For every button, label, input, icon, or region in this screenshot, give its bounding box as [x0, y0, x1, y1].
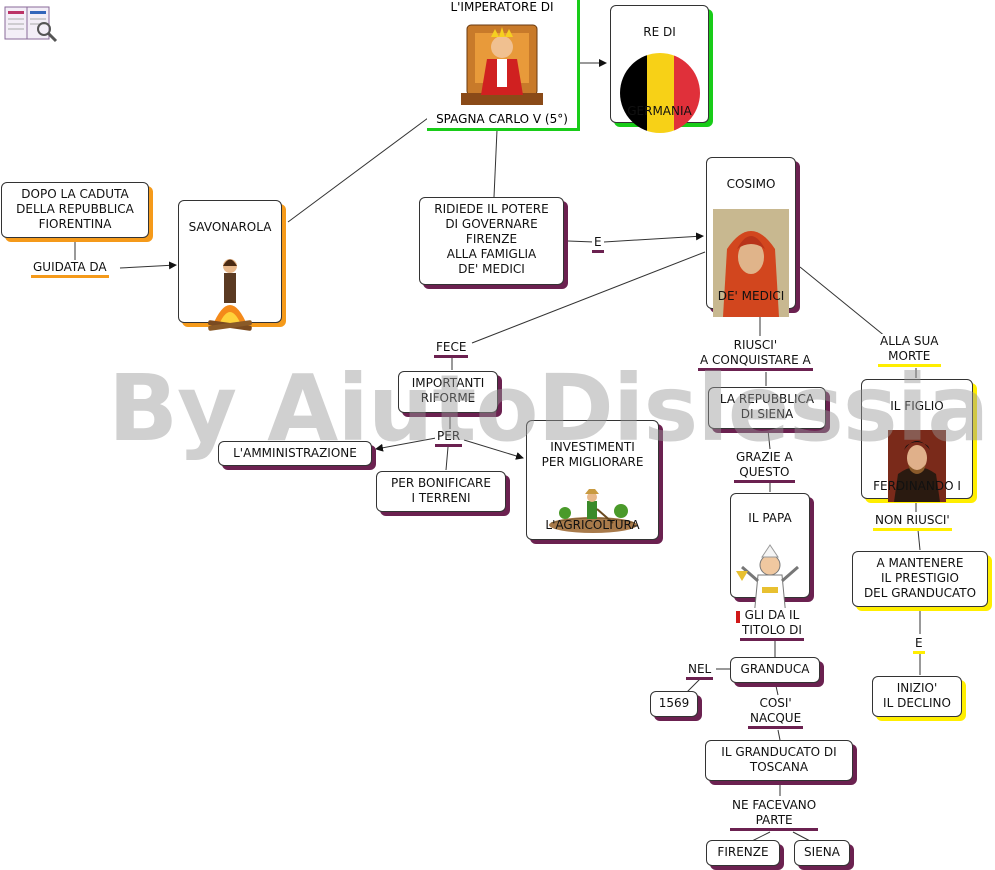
link-cosi-nacque: COSI' NACQUE	[748, 696, 804, 729]
node-importanti-riforme[interactable]: IMPORTANTI RIFORME	[398, 371, 498, 413]
node-siena[interactable]: SIENA	[794, 840, 850, 866]
link-grazie-questo: GRAZIE A QUESTO	[734, 450, 795, 483]
belgian-flag-icon	[619, 53, 700, 133]
node-imperatore[interactable]: L'IMPERATORE DI SPAGNA CARLO V (5°)	[427, 0, 580, 131]
node-granducato-toscana[interactable]: IL GRANDUCATO DI TOSCANA	[705, 740, 853, 781]
link-guidata-da: GUIDATA DA	[31, 260, 109, 278]
link-e-1: E	[592, 235, 604, 253]
node-figlio-ferdinando[interactable]: IL FIGLIO FERDINANDO I	[861, 379, 973, 502]
link-facevano-parte: NE FACEVANO PARTE	[730, 798, 819, 831]
cosimo-top-label: COSIMO	[726, 177, 776, 191]
re-top-label: RE DI	[643, 25, 676, 39]
imperatore-bottom-label: SPAGNA CARLO V (5°)	[436, 112, 568, 126]
cosimo-bottom-label: DE' MEDICI	[717, 289, 785, 303]
node-investimenti-agricoltura[interactable]: INVESTIMENTI PER MIGLIORARE L'AGRICOLTUR…	[526, 420, 659, 540]
node-cosimo-medici[interactable]: COSIMO DE' MEDICI	[706, 157, 796, 317]
node-ridiede-potere[interactable]: RIDIEDE IL POTERE DI GOVERNARE FIRENZE A…	[419, 197, 564, 285]
node-savonarola[interactable]: SAVONAROLA	[178, 200, 282, 331]
figlio-top-label: IL FIGLIO	[890, 399, 944, 413]
re-bottom-label: GERMANIA	[627, 104, 692, 118]
node-amministrazione[interactable]: L'AMMINISTRAZIONE	[218, 441, 372, 466]
node-mantenere-prestigio[interactable]: A MANTENERE IL PRESTIGIO DEL GRANDUCATO	[852, 551, 988, 607]
node-bonificare-terreni[interactable]: PER BONIFICARE I TERRENI	[376, 471, 506, 512]
map-book-icon[interactable]	[2, 3, 58, 43]
node-re-di-germania[interactable]: RE DI GERMANIA	[610, 5, 709, 133]
investimenti-top-label: INVESTIMENTI PER MIGLIORARE	[541, 440, 644, 469]
node-inizio-declino[interactable]: INIZIO' IL DECLINO	[872, 676, 962, 717]
link-e-2: E	[913, 636, 925, 654]
link-fece: FECE	[434, 340, 469, 358]
link-non-riusci: NON RIUSCI'	[873, 513, 952, 531]
papa-top-label: IL PAPA	[748, 511, 792, 525]
link-titolo-di: GLI DA IL TITOLO DI	[740, 608, 804, 641]
savonarola-at-stake-icon	[208, 259, 252, 331]
figlio-bottom-label: FERDINANDO I	[873, 479, 961, 493]
link-alla-sua-morte: ALLA SUA MORTE	[878, 334, 941, 367]
node-anno-1569[interactable]: 1569	[650, 691, 698, 717]
node-il-papa[interactable]: IL PAPA	[730, 493, 810, 623]
node-repubblica-siena[interactable]: LA REPUBBLICA DI SIENA	[708, 387, 826, 429]
node-caduta-repubblica[interactable]: DOPO LA CADUTA DELLA REPUBBLICA FIORENTI…	[1, 182, 149, 238]
investimenti-bottom-label: L'AGRICOLTURA	[545, 518, 640, 532]
savonarola-label: SAVONAROLA	[188, 220, 272, 234]
emperor-on-throne-icon	[461, 24, 543, 105]
node-firenze[interactable]: FIRENZE	[706, 840, 780, 866]
link-riusci-conquistare: RIUSCI' A CONQUISTARE A	[698, 338, 813, 371]
node-granduca[interactable]: GRANDUCA	[730, 657, 820, 683]
imperatore-top-label: L'IMPERATORE DI	[450, 0, 554, 14]
link-nel: NEL	[686, 662, 714, 680]
link-per: PER	[435, 429, 463, 447]
farmer-plowing-icon	[548, 489, 637, 533]
ferdinando-portrait-icon	[888, 430, 946, 502]
cosimo-portrait-icon	[713, 209, 789, 317]
